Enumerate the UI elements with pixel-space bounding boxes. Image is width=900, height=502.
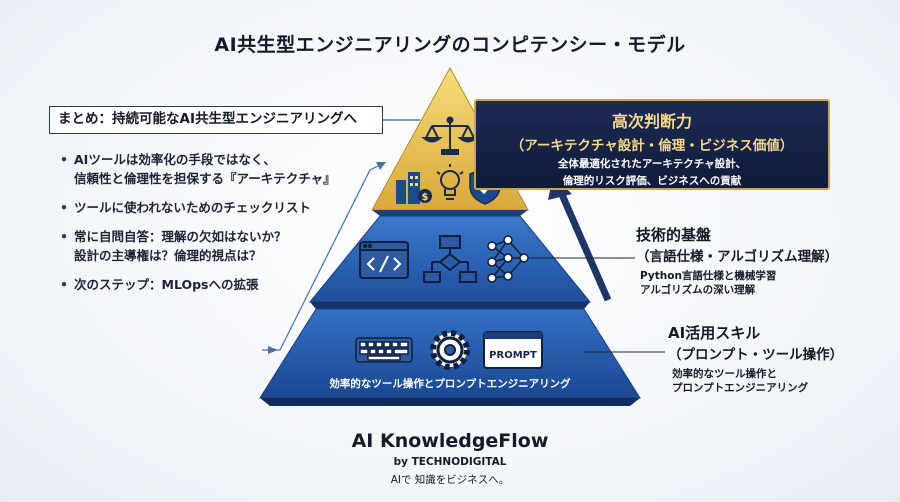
tier-top-desc-line: 倫理的リスク評価、ビジネスへの貢献 — [562, 175, 742, 187]
tier-middle-desc-line: Python言語仕様と機械学習 — [640, 270, 777, 282]
tier-top-title: 高次判断力 — [611, 112, 692, 131]
scales-icon — [421, 116, 479, 155]
tier-bottom-desc-line: 効率的なツール操作と — [672, 368, 777, 380]
brand-footer: AI KnowledgeFlow by TECHNODIGITAL AIで 知識… — [0, 430, 900, 487]
tier-middle-desc: Python言語仕様と機械学習 アルゴリズムの深い理解 — [636, 269, 838, 297]
tier-middle-edge — [310, 302, 590, 309]
tier-bottom-label: AI活用スキル （プロンプト・ツール操作） 効率的なツール操作と プロンプトエン… — [668, 322, 843, 395]
bullet-line: 次のステップ：MLOpsへの拡張 — [74, 277, 259, 292]
tier-middle-subtitle: （言語仕様・アルゴリズム理解） — [636, 249, 839, 265]
brand-by: by TECHNODIGITAL — [393, 456, 507, 468]
tier-middle-desc-line: アルゴリズムの深い理解 — [640, 284, 756, 296]
summary-bullet: 次のステップ：MLOpsへの拡張 — [60, 275, 370, 294]
bullet-line: 設計の主導権は？倫理的視点は？ — [74, 248, 262, 263]
summary-title: まとめ：持続可能なAI共生型エンジニアリングへ — [49, 106, 383, 134]
prompt-label: PROMPT — [489, 350, 537, 361]
tier-top-subtitle: （アーキテクチャ設計・倫理・ビジネス価値） — [510, 138, 794, 154]
bullet-line: 信頼性と倫理性を担保する『アーキテクチャ』 — [74, 171, 336, 186]
tier-bottom-title: AI活用スキル — [668, 324, 761, 342]
tier-bottom-subtitle: （プロンプト・ツール操作） — [668, 347, 844, 363]
tier-middle-title: 技術的基盤 — [636, 226, 712, 244]
tier-top-desc-line: 全体最適化されたアーキテクチャ設計、 — [557, 158, 747, 170]
prompt-window-icon — [483, 331, 543, 369]
arrow-head — [376, 162, 386, 170]
tier-top-edge — [372, 210, 528, 216]
svg-text:$: $ — [422, 192, 429, 203]
summary-bullet: AIツールは効率化の手段ではなく、 信頼性と倫理性を担保する『アーキテクチャ』 — [60, 150, 370, 188]
summary-bullet: ツールに使われないためのチェックリスト — [60, 198, 370, 217]
tier-bottom-edge — [260, 398, 640, 406]
summary-bullet-list: AIツールは効率化の手段ではなく、 信頼性と倫理性を担保する『アーキテクチャ』 … — [60, 150, 370, 304]
lightbulb-icon — [436, 164, 464, 200]
brand-name: AI KnowledgeFlow — [351, 430, 549, 452]
bullet-line: ツールに使われないためのチェックリスト — [74, 200, 311, 215]
tier-top-callout: 高次判断力 （アーキテクチャ設計・倫理・ビジネス価値） 全体最適化されたアーキテ… — [474, 99, 830, 190]
tier-bottom-desc-line: プロンプトエンジニアリング — [672, 382, 809, 394]
summary-bullet: 常に自問自答：理解の欠如はないか？ 設計の主導権は？倫理的視点は？ — [60, 227, 370, 265]
brand-tagline: AIで 知識をビジネスへ。 — [390, 474, 510, 486]
tier-middle-label: 技術的基盤 （言語仕様・アルゴリズム理解） Python言語仕様と機械学習 アル… — [636, 224, 838, 297]
buildings-money-icon: $ — [396, 172, 432, 204]
tier-bottom-inner-text: 効率的なツール操作とプロンプトエンジニアリング — [329, 378, 571, 390]
bullet-line: AIツールは効率化の手段ではなく、 — [74, 152, 276, 167]
bullet-line: 常に自問自答：理解の欠如はないか？ — [74, 229, 287, 244]
page-title: AI共生型エンジニアリングのコンピテンシー・モデル — [214, 34, 686, 56]
arrow-head — [268, 346, 278, 354]
gear-icon — [430, 330, 470, 370]
growth-arrow-line — [556, 188, 612, 302]
flowchart-icon — [423, 235, 477, 283]
code-window-icon — [359, 241, 409, 279]
tier-bottom-desc: 効率的なツール操作と プロンプトエンジニアリング — [668, 367, 843, 395]
keyboard-icon — [355, 337, 413, 363]
neural-network-icon — [487, 235, 529, 283]
